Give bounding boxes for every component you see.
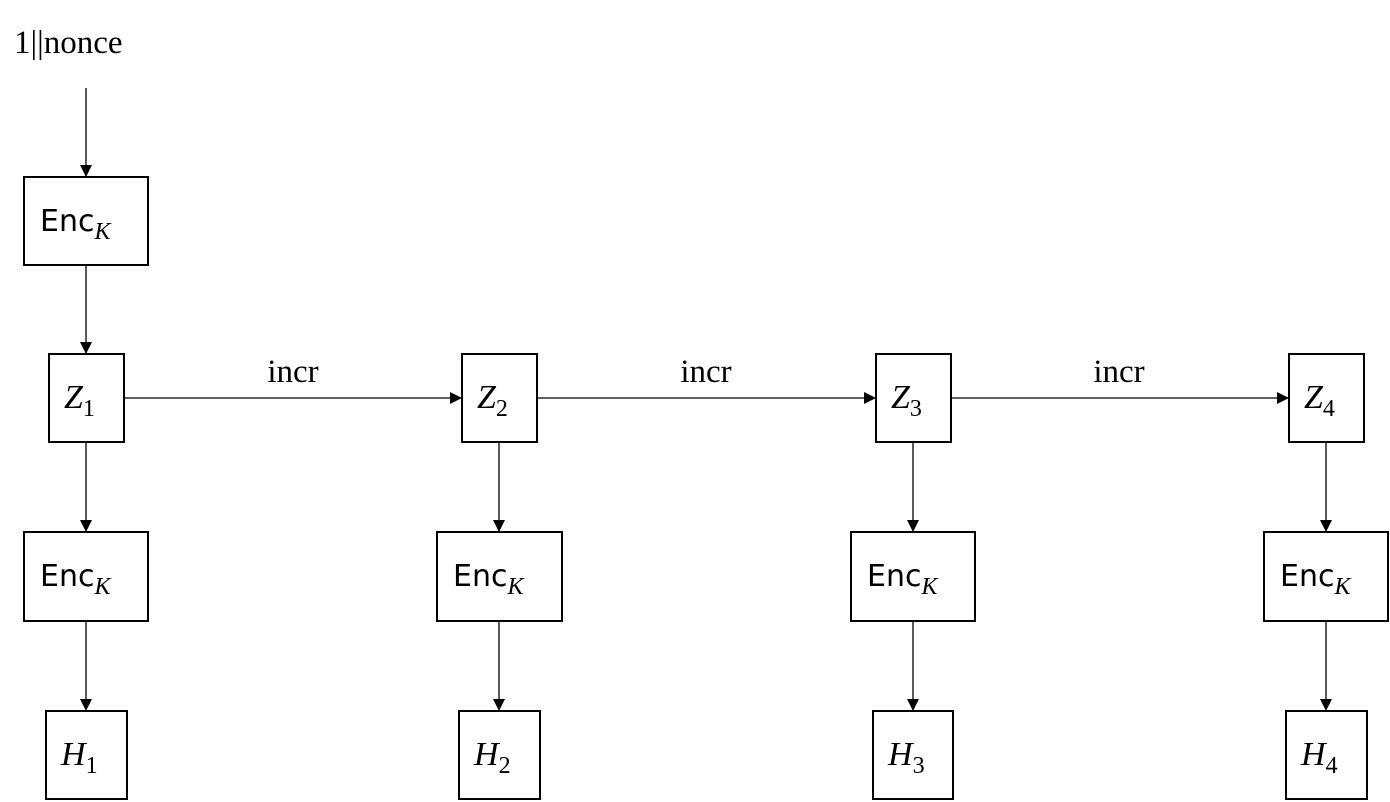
output-h2-var: H: [473, 736, 501, 773]
output-h3: H3: [872, 710, 954, 800]
counter-z4: Z4: [1288, 353, 1365, 443]
counter-z1: Z1: [48, 353, 125, 443]
enc-box-2-sub: K: [506, 574, 525, 600]
output-h3-var: H: [887, 736, 915, 773]
enc-box-1: EncK: [23, 531, 149, 622]
input-label: 1||nonce: [14, 25, 123, 61]
output-h3-idx: 3: [913, 753, 925, 779]
counter-z2-idx: 2: [496, 396, 508, 422]
output-h1-var: H: [60, 736, 88, 773]
svg-text:EncK: EncK: [40, 204, 112, 245]
svg-text:Z2: Z2: [477, 379, 508, 422]
svg-text:EncK: EncK: [453, 559, 525, 600]
svg-text:Z1: Z1: [64, 379, 95, 422]
svg-text:Z3: Z3: [891, 379, 922, 422]
svg-text:H4: H4: [1300, 736, 1338, 779]
enc-box-3: EncK: [850, 531, 976, 622]
counter-z2-var: Z: [477, 379, 497, 416]
enc-box-1-main: Enc: [40, 559, 94, 594]
counter-z1-var: Z: [64, 379, 84, 416]
incr-label-3: incr: [1093, 354, 1144, 390]
enc-box-3-sub: K: [920, 574, 939, 600]
svg-text:H3: H3: [887, 736, 925, 779]
output-h4-var: H: [1300, 736, 1328, 773]
enc-box-1-sub: K: [93, 574, 112, 600]
enc-box-3-main: Enc: [867, 559, 921, 594]
output-h4-idx: 4: [1326, 753, 1338, 779]
incr-label-2: incr: [680, 354, 731, 390]
counter-z3-idx: 3: [910, 396, 922, 422]
output-h4: H4: [1285, 710, 1368, 800]
svg-text:Z4: Z4: [1304, 379, 1335, 422]
svg-text:H2: H2: [473, 736, 511, 779]
counter-z4-idx: 4: [1323, 396, 1335, 422]
enc-box-2-main: Enc: [453, 559, 507, 594]
svg-text:EncK: EncK: [867, 559, 939, 600]
counter-z2: Z2: [461, 353, 538, 443]
enc-box-4-sub: K: [1333, 574, 1352, 600]
counter-z3: Z3: [875, 353, 952, 443]
counter-z1-idx: 1: [83, 396, 95, 422]
output-h1-idx: 1: [86, 753, 98, 779]
counter-z4-var: Z: [1304, 379, 1324, 416]
svg-text:H1: H1: [60, 736, 98, 779]
enc-box-2: EncK: [436, 531, 563, 622]
top-enc-box: EncK: [23, 176, 149, 266]
counter-z3-var: Z: [891, 379, 911, 416]
output-h2: H2: [458, 710, 541, 800]
incr-label-1: incr: [267, 354, 318, 390]
enc-box-4: EncK: [1263, 531, 1389, 622]
svg-text:EncK: EncK: [40, 559, 112, 600]
output-h1: H1: [45, 710, 128, 800]
top-enc-sub: K: [93, 219, 112, 245]
svg-text:EncK: EncK: [1280, 559, 1352, 600]
top-enc-main: Enc: [40, 204, 94, 239]
output-h2-idx: 2: [499, 753, 511, 779]
enc-box-4-main: Enc: [1280, 559, 1334, 594]
